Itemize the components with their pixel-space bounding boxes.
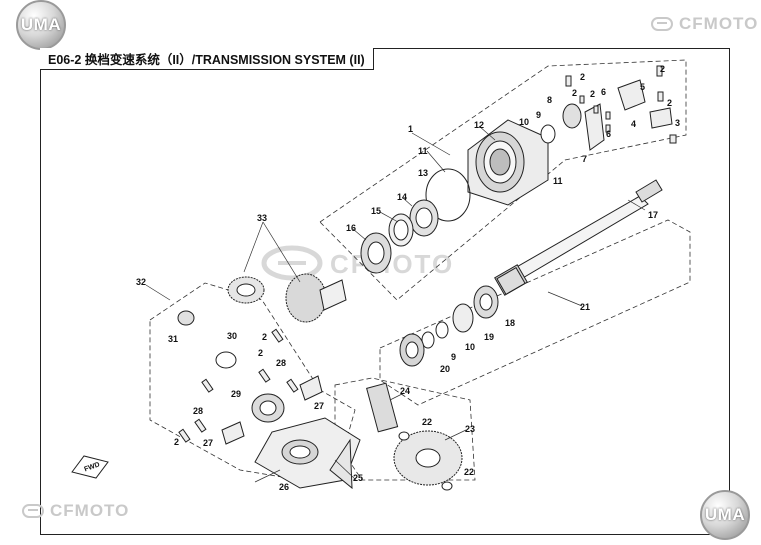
callout-1: 1 [408,124,413,134]
fwd-arrow-icon: FWD [71,455,109,479]
ring-22a [398,431,410,441]
callout-2-g: 2 [262,332,267,342]
bracket-parts [565,65,677,151]
callout-8: 8 [547,95,552,105]
callout-12: 12 [474,120,484,130]
callout-21: 21 [580,302,590,312]
callout-2-f: 2 [258,348,263,358]
callout-2-h: 2 [174,437,179,447]
circlip-13 [425,168,471,222]
bolt-3 [669,134,677,144]
callout-13: 13 [418,168,428,178]
page-title: E06-2 换档变速系统（II）/TRANSMISSION SYSTEM (II… [40,48,374,70]
ring-9 [540,124,556,144]
cover-26 [254,417,361,490]
callout-19: 19 [484,332,494,342]
bracket-27b [221,421,245,445]
callout-22-b: 22 [464,467,474,477]
bracket-4 [649,107,673,129]
callout-11-a: 11 [418,146,428,156]
callout-10: 10 [519,117,529,127]
callout-26: 26 [279,482,289,492]
callout-28-a: 28 [276,358,286,368]
cfmoto-logo-top-right: CFMOTO [651,14,758,34]
bracket-27a [299,375,323,401]
callout-7: 7 [582,154,587,164]
callout-2-e: 2 [667,98,672,108]
callout-2-c: 2 [590,89,595,99]
lower-bolts [178,328,323,445]
callout-27-a: 27 [314,401,324,411]
ring-22b [441,481,453,491]
callout-9: 9 [536,110,541,120]
callout-5: 5 [640,82,645,92]
callout-labels: 1 2 2 2 2 2 2 2 2 3 4 5 6 6 7 8 9 10 11 … [136,64,680,492]
cfmoto-mark-icon [651,17,673,31]
callout-9-b: 9 [451,352,456,362]
callout-4: 4 [631,119,636,129]
callout-10-b: 10 [465,342,475,352]
callout-22-a: 22 [422,417,432,427]
watermark-text: CFMOTO [330,249,454,279]
cfmoto-logo-text-bottom: CFMOTO [50,501,130,520]
callout-15: 15 [371,206,381,216]
callout-20: 20 [440,364,450,374]
callout-16: 16 [346,223,356,233]
uma-logo-text: UMA [20,15,62,34]
housing-12 [467,119,549,206]
seal-31 [177,310,195,326]
callout-2-b: 2 [580,72,585,82]
pinion-33 [227,273,347,323]
bracket-25 [329,438,353,490]
uma-logo-text-bottom: UMA [704,505,746,524]
group-outline-21 [379,219,691,406]
gear-23 [366,382,463,491]
lower-shaft-group [399,267,526,367]
uma-logo-top-left: UMA [16,0,66,50]
group-outline-1 [319,59,687,301]
cfmoto-logo-bottom-left: CFMOTO [22,501,129,521]
shaft-24 [366,382,399,433]
callout-2-a: 2 [660,64,665,74]
callout-17: 17 [648,210,658,220]
ring-10 [435,321,449,339]
left-bearings [177,310,285,423]
bracket-5 [617,79,646,111]
callout-23: 23 [465,424,475,434]
callout-29: 29 [231,389,241,399]
callout-6-b: 6 [606,129,611,139]
callout-14: 14 [397,192,407,202]
seal-19 [452,303,474,333]
callout-2-d: 2 [572,88,577,98]
uma-logo-bottom-right: UMA [700,490,750,540]
diagram-frame [40,48,730,535]
callout-24: 24 [400,386,410,396]
callout-32: 32 [136,277,146,287]
watermark: CFMOTO [261,245,454,281]
leader-lines [145,125,646,483]
callout-11-b: 11 [553,176,563,186]
upper-bearings [360,103,582,274]
callout-25: 25 [353,473,363,483]
callout-3: 3 [675,118,680,128]
callout-33: 33 [257,213,267,223]
callout-6-a: 6 [601,87,606,97]
callout-30: 30 [227,331,237,341]
callout-28-b: 28 [193,406,203,416]
cfmoto-logo-text: CFMOTO [679,14,759,33]
bearing-8 [562,103,582,129]
callout-27-b: 27 [203,438,213,448]
cfmoto-mark-icon-bottom [22,504,44,518]
callout-18: 18 [505,318,515,328]
ring-9b [421,331,435,349]
callout-31: 31 [168,334,178,344]
seal-30 [215,351,237,369]
